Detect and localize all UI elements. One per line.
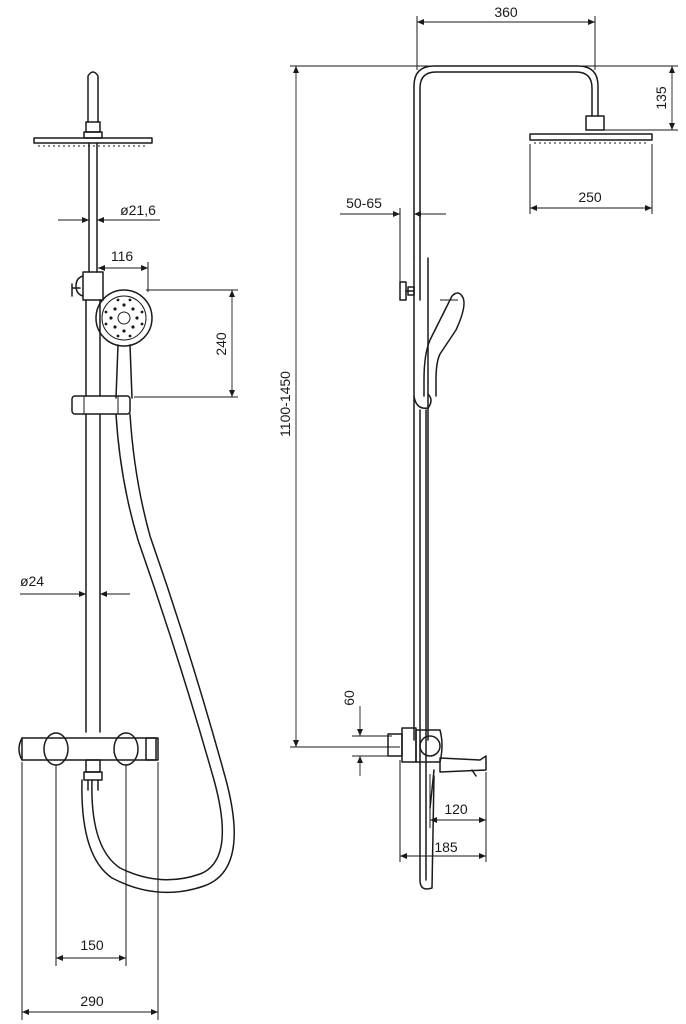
dim-label-360: 360 [494,4,518,20]
dim-label-240: 240 [213,332,229,356]
dim-label-50-65: 50-65 [346,195,382,211]
dim-label-pipe-lower: ø24 [20,573,44,589]
front-dimension-lines [20,217,238,1020]
side-dimension-lines [290,16,678,862]
front-view [18,71,235,894]
dim-label-60: 60 [341,690,357,706]
hand-shower-nozzles [104,298,144,338]
dim-label-250: 250 [578,189,602,205]
dim-label-135: 135 [653,86,669,110]
dim-label-120: 120 [444,801,468,817]
dim-label-150: 150 [80,937,104,953]
dim-label-290: 290 [80,993,104,1009]
side-view [387,65,653,890]
dim-label-185: 185 [434,839,458,855]
dim-label-pipe-upper: ø21,6 [120,202,156,218]
dim-label-116: 116 [111,248,134,264]
dim-label-1100-1450: 1100-1450 [277,371,293,437]
dimension-labels: 360 135 250 50-65 ø21,6 116 240 1100-145… [20,4,669,1009]
